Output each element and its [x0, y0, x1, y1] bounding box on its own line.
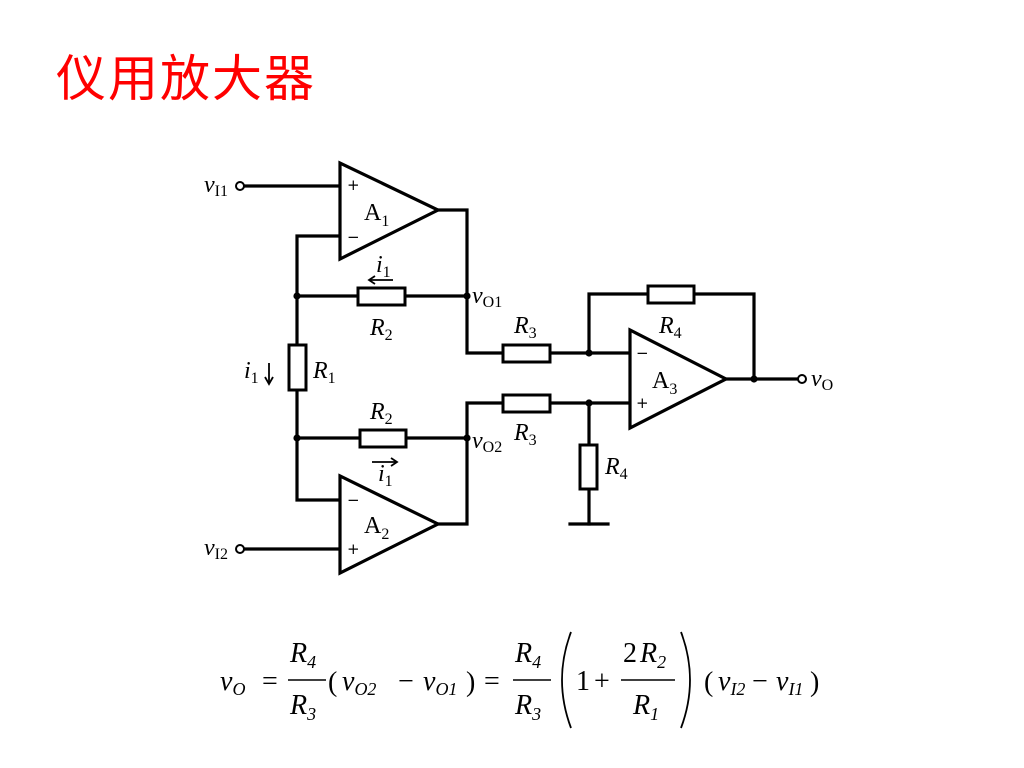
opamp-a1-plus: + — [347, 176, 360, 194]
eq-num-r4-2: R4 — [514, 638, 541, 672]
terminal-vo — [797, 374, 807, 384]
arrow-left-icon — [367, 275, 393, 285]
label-current-r1: i1 — [244, 358, 259, 387]
terminal-vi1 — [235, 181, 245, 191]
eq-den-r3-2: R3 — [514, 690, 541, 724]
eq-paren-open-2: ( — [704, 667, 713, 698]
gain-equation: vO = R4 R3 ( vO2 − vO1 ) = R4 R3 1 + 2 R… — [220, 631, 819, 729]
label-current-bottom: i1 — [378, 461, 393, 490]
resistor-r1 — [287, 343, 308, 392]
eq-minus-1: − — [398, 666, 414, 697]
resistor-r4-ground — [578, 443, 599, 491]
eq-equals-2: = — [484, 666, 500, 697]
eq-lhs-vo: vO — [220, 666, 245, 699]
label-current-top: i1 — [376, 252, 391, 281]
eq-minus-2: − — [752, 666, 768, 697]
eq-plus: + — [594, 666, 610, 697]
opamp-a2-label: A2 — [364, 513, 389, 543]
eq-vo1: vO1 — [423, 666, 457, 699]
opamp-a3-minus: − — [636, 344, 649, 362]
slide-title: 仪用放大器 — [56, 50, 316, 108]
opamp-a1: + − A1 — [338, 160, 442, 262]
opamp-a2: − + A2 — [338, 473, 442, 576]
opamp-a1-label: A1 — [364, 200, 389, 230]
terminal-vi2 — [235, 544, 245, 554]
eq-two: 2 — [623, 638, 637, 669]
opamp-a1-minus: − — [347, 228, 360, 246]
eq-one: 1 — [576, 666, 590, 697]
eq-den-r1: R1 — [632, 690, 659, 724]
label-r1: R1 — [312, 358, 336, 387]
eq-den-r3: R3 — [289, 690, 316, 724]
node-label-vi1: vI1 — [204, 172, 228, 200]
node-label-vo: vO — [811, 366, 833, 394]
eq-vo2: vO2 — [342, 666, 376, 699]
eq-paren-close-1: ) — [466, 667, 475, 698]
arrow-down-icon — [264, 363, 274, 386]
junction-dots — [293, 292, 758, 442]
label-r3-bottom: R3 — [513, 420, 537, 449]
label-r2-bottom: R2 — [369, 399, 393, 428]
label-r4-ground: R4 — [604, 454, 628, 483]
opamp-a3-label: A3 — [652, 368, 677, 398]
arrow-right-icon — [372, 457, 399, 467]
resistor-r2-bottom — [358, 428, 408, 449]
resistor-r4-feedback — [646, 284, 696, 305]
circuit-wires — [242, 184, 800, 551]
eq-equals-1: = — [262, 666, 278, 697]
opamp-a3-plus: + — [636, 394, 649, 412]
label-r2-top: R2 — [369, 315, 393, 344]
resistor-r2-top — [356, 286, 407, 307]
eq-paren-close-2: ) — [810, 667, 819, 698]
opamp-a3: − + A3 — [628, 327, 730, 431]
eq-vi2: vI2 — [718, 666, 745, 699]
label-r4-feedback: R4 — [658, 313, 682, 342]
node-label-vo1: vO1 — [472, 283, 502, 311]
resistor-r3-top — [501, 343, 552, 364]
resistor-r3-bottom — [501, 393, 552, 414]
label-r3-top: R3 — [513, 313, 537, 342]
opamp-a2-minus: − — [347, 491, 360, 509]
eq-vi1: vI1 — [776, 666, 803, 699]
eq-num-r4: R4 — [289, 638, 316, 672]
eq-num-r2: R2 — [639, 638, 666, 672]
node-label-vo2: vO2 — [472, 428, 502, 456]
eq-big-paren-close — [680, 631, 691, 729]
eq-big-paren-open — [561, 631, 572, 729]
opamp-a2-plus: + — [347, 540, 360, 558]
node-label-vi2: vI2 — [204, 535, 228, 563]
eq-paren-open-1: ( — [328, 667, 337, 698]
